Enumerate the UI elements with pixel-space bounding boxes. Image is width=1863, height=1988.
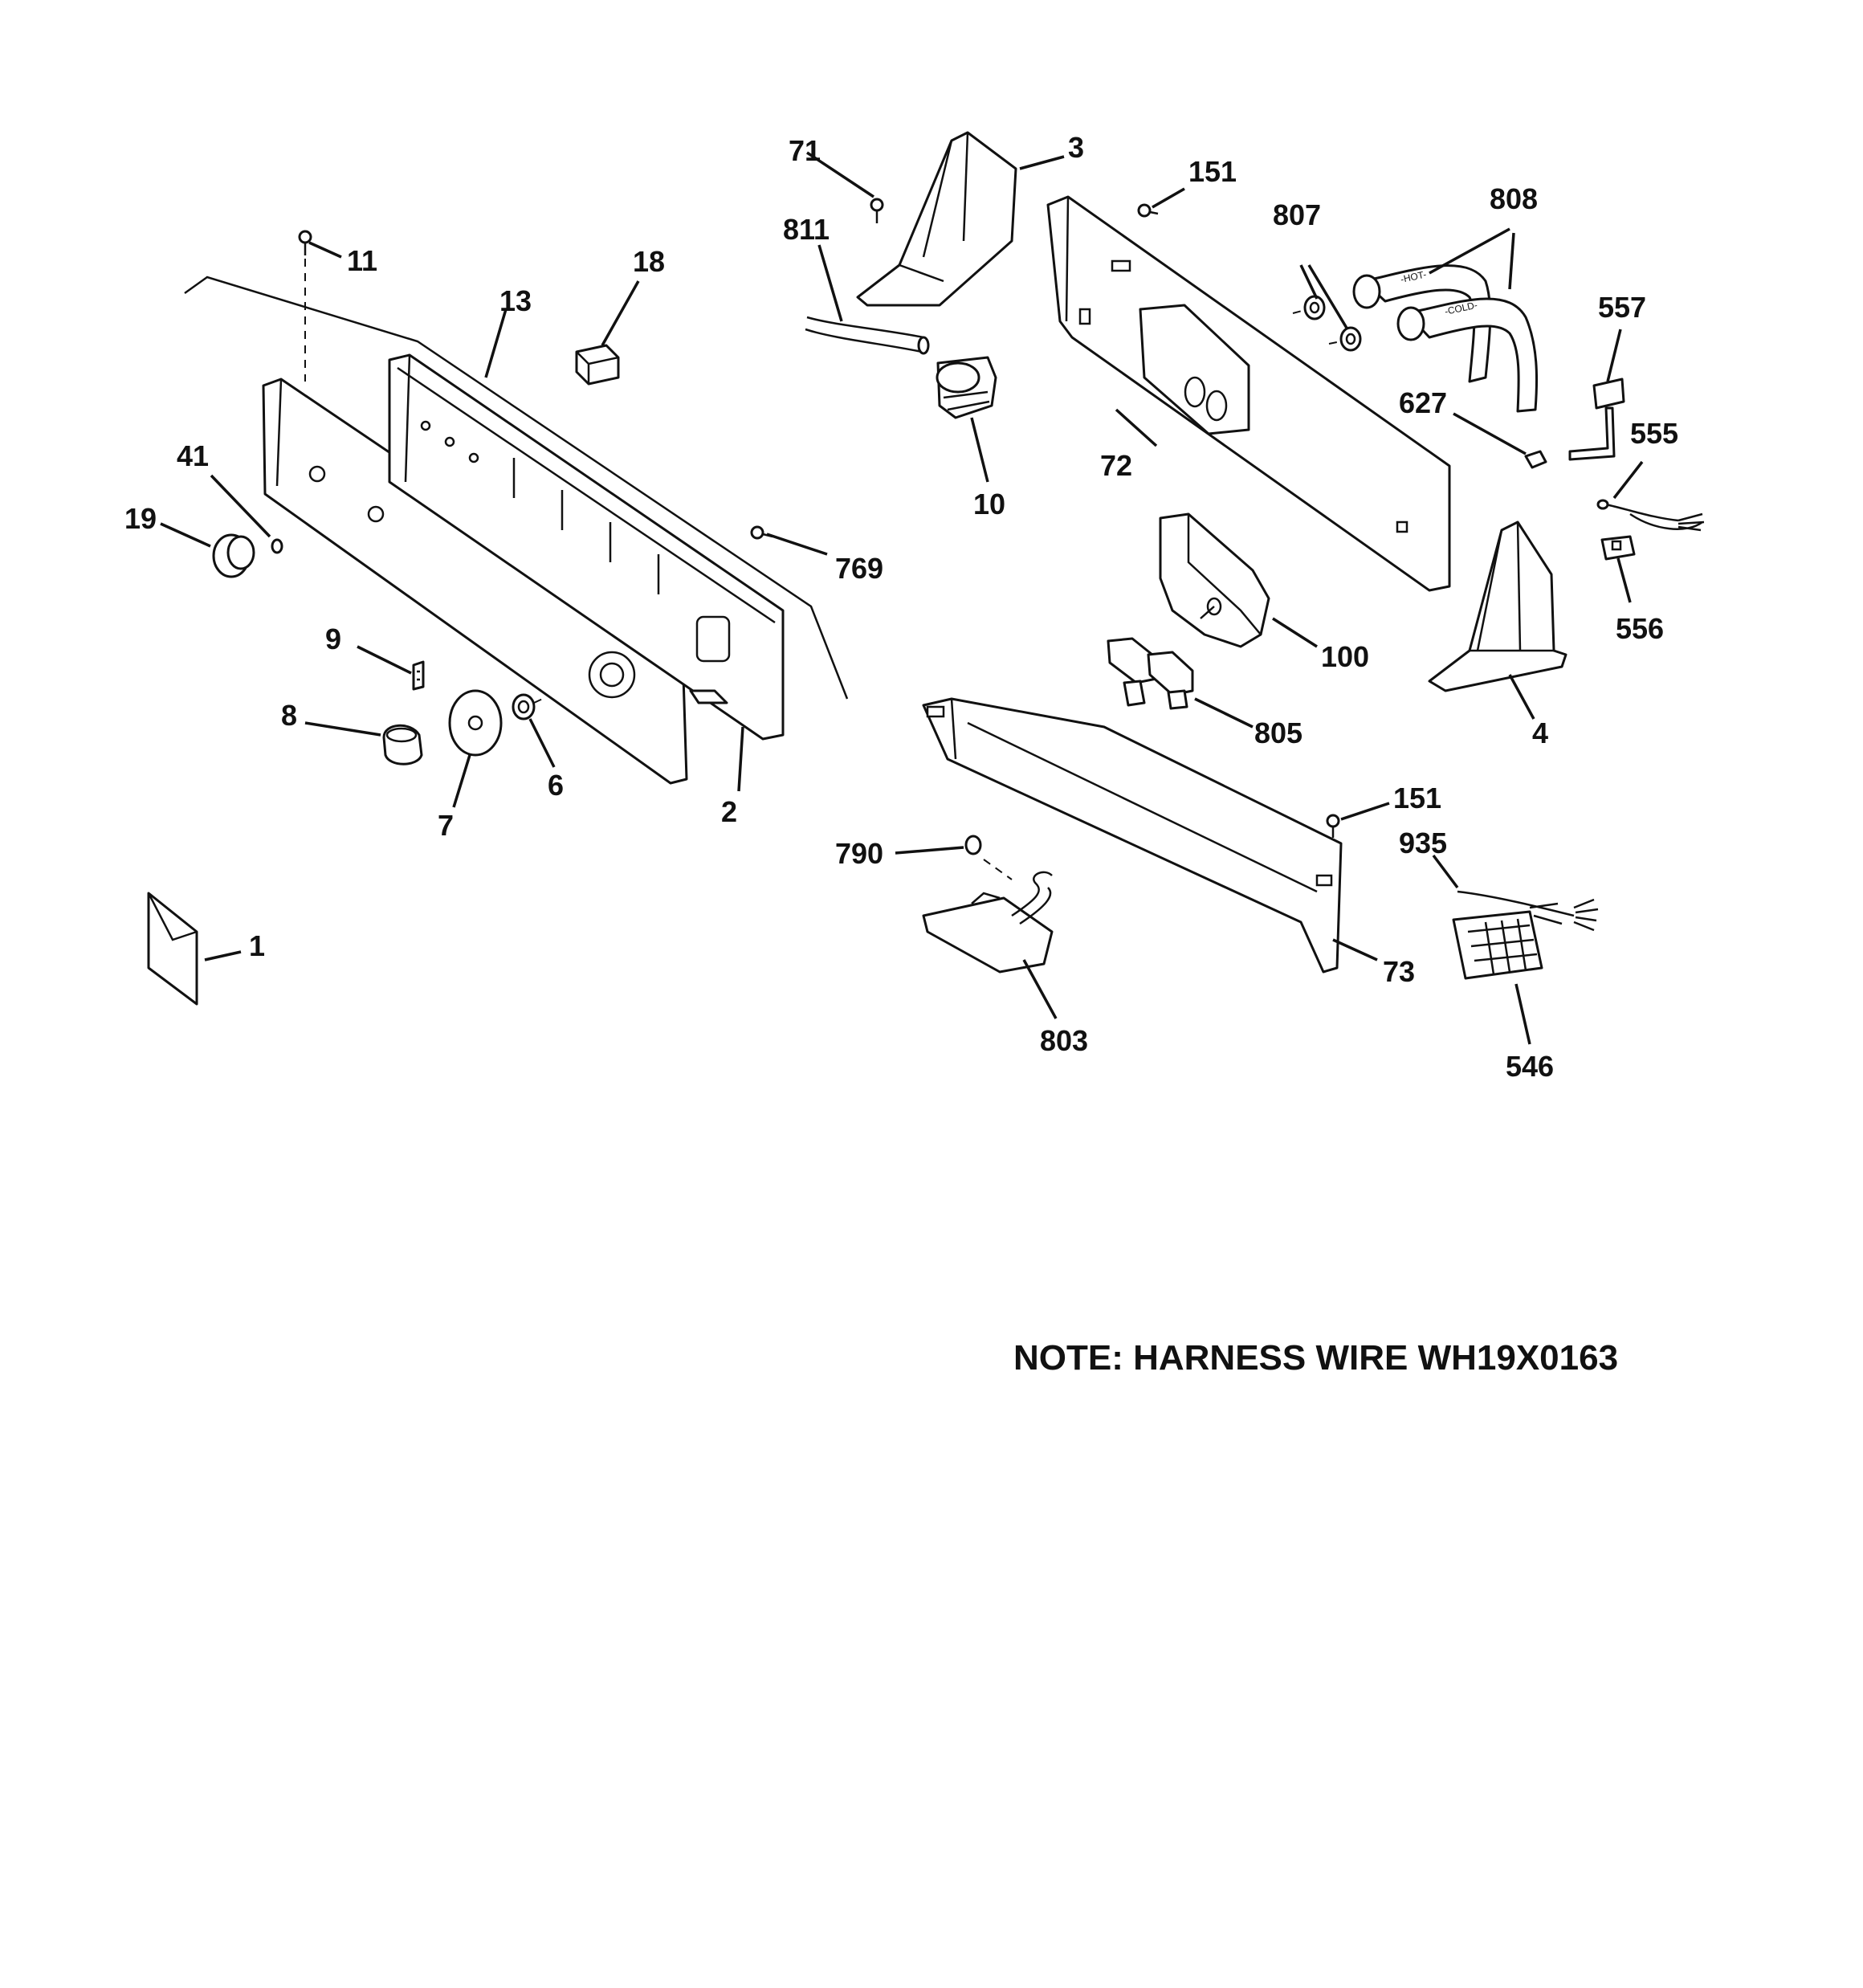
callout-546: 546 [1506,1050,1554,1083]
part-546-terminal-block [1452,910,1543,980]
part-151-screw-top [1137,203,1159,218]
callout-807: 807 [1273,198,1321,231]
callout-555: 555 [1630,417,1678,450]
part-19-knob [212,533,255,578]
callout-2: 2 [721,795,737,828]
callout-803: 803 [1040,1024,1088,1057]
callout-4: 4 [1532,716,1548,749]
callout-72: 72 [1100,449,1132,482]
part-13-backsplash-outline [184,276,849,700]
part-8-timer-knob [382,724,423,765]
callout-556: 556 [1616,612,1664,645]
part-100-timer [1159,512,1270,648]
part-627-plug [1524,450,1547,469]
callout-811: 811 [783,213,830,246]
callout-9: 9 [325,623,341,655]
callout-18: 18 [633,245,665,278]
callout-935: 935 [1399,827,1447,859]
callout-151-top: 151 [1188,155,1237,188]
part-803-switch-assembly [922,871,1054,974]
part-808-fill-hoses: -HOT- -COLD- [1352,264,1539,413]
leader-lines [160,151,1644,1045]
callout-557: 557 [1598,291,1646,324]
part-769-screw [750,525,773,540]
part-18-switch-block [575,344,620,386]
hot-hose-label: -HOT- [1400,268,1428,284]
part-2-control-panel-face [262,378,688,785]
callout-10: 10 [973,488,1005,520]
part-151-screw-bottom [1326,814,1340,838]
part-556-connector [1600,535,1636,561]
harness-note: NOTE: HARNESS WIRE WH19X0163 [1013,1338,1618,1378]
part-11-screw [298,230,312,382]
part-805-water-valve [1107,637,1194,710]
part-41-clip [271,538,283,554]
callout-151-bottom: 151 [1393,782,1441,814]
part-71-screw [870,198,884,223]
part-72-rear-panel [1046,195,1451,592]
callout-71: 71 [789,134,821,167]
callout-41: 41 [177,439,209,472]
callout-labels: 71 3 151 807 808 811 11 18 13 557 627 55… [124,131,1678,1083]
callout-11: 11 [347,244,377,277]
part-557-connector [1568,378,1625,461]
part-807-washers [1292,295,1362,352]
part-4-right-endcap [1428,520,1567,692]
part-1-literature-envelope [147,892,198,1006]
part-935-wire-harness [1457,890,1599,932]
part-811-pressure-hose [805,316,930,355]
callout-13: 13 [499,284,532,317]
callout-805: 805 [1254,716,1302,749]
callout-100: 100 [1321,640,1369,673]
callout-19: 19 [124,502,157,535]
part-3-left-endcap [856,131,1017,307]
callout-7: 7 [438,809,454,842]
part-790-clamp [964,835,1013,880]
callout-627: 627 [1399,386,1447,419]
part-555-wire [1596,499,1705,532]
callout-790: 790 [835,837,883,870]
callout-808: 808 [1490,182,1538,215]
part-2-control-panel-frame [388,353,785,741]
callout-73: 73 [1383,955,1415,988]
callout-8: 8 [281,699,297,732]
callout-769: 769 [835,552,883,585]
part-7-dial [448,689,503,757]
callout-3: 3 [1068,131,1084,164]
part-73-bottom-rail [922,697,1343,974]
part-6-bushing [512,693,547,720]
callout-1: 1 [249,929,265,962]
part-9-clip [412,660,425,691]
part-10-pressure-switch [936,356,997,419]
callout-6: 6 [548,769,564,802]
